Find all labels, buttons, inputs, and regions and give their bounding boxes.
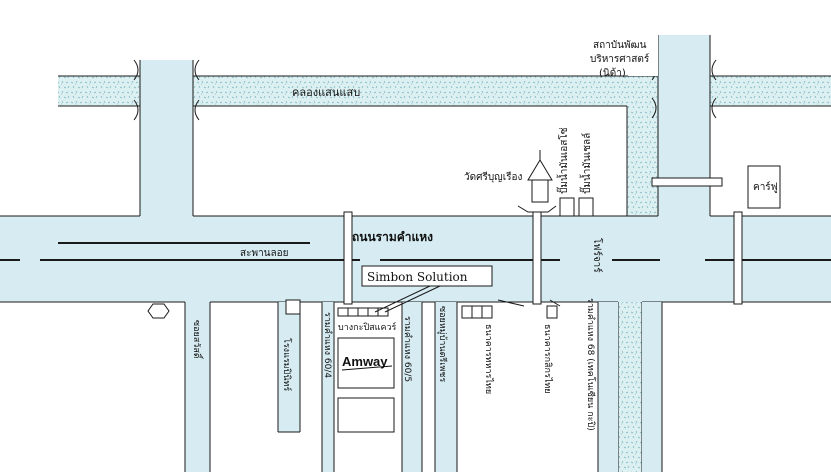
temple-label: วัดศรีบุญเรือง [464, 171, 522, 183]
bridge-label: สะพานลอย [240, 248, 289, 259]
supermarket-lane [277, 299, 301, 433]
soi-68-label: รามคำแหง 68 (เทคโนเซียน กะปิ) [585, 298, 596, 431]
carrefour-label: คาร์ฟู [753, 181, 778, 193]
soi-605-label: รามคำแหง 60/5 [402, 316, 413, 382]
gas-station-2-label: ปั๊มน้ำมันเชลล์ [579, 133, 593, 194]
institute-label-line2: บริหารศาสตร์ [590, 53, 650, 65]
soi-mooban-label: ซอยหมู่บ้านตรีเพชร [437, 306, 448, 382]
institute-label-line1: สถาบันพัฒน [593, 40, 647, 51]
main-road-ramkhamhaeng [0, 177, 831, 305]
soi-savasan-label: ซอยสวัสดิ์ [191, 320, 204, 360]
soi-savasan-road [184, 302, 211, 472]
amway-underline [341, 365, 393, 371]
hotel-label: โฟร์จาร์ [591, 238, 604, 273]
bank-thai-building [461, 305, 493, 319]
gas-station-1-label: ปั๊มน้ำมันเอสโซ่ [556, 127, 570, 194]
main-road-label: ถนนรามคำแหง [352, 230, 433, 244]
amway-label: Amway [342, 354, 388, 369]
road-north-left [133, 59, 200, 216]
bank-thai-label: ธนาคารทหารไทย [483, 324, 494, 394]
bangkapi-label: บางกะปิสแควร์ [338, 321, 397, 333]
gas-station-buildings [559, 197, 594, 217]
simbon-callout [361, 265, 493, 313]
simbon-label: Simbon Solution [367, 270, 468, 284]
soi-mooban-road [434, 302, 458, 472]
canal-label: คลองแสนแสบ [292, 86, 360, 99]
amway-building [337, 337, 395, 433]
nida-institute [628, 30, 658, 76]
soi-604-road [321, 302, 335, 472]
bangkapi-square-shops [337, 307, 389, 317]
soi-68-road-east [642, 302, 663, 472]
bank-kasikorn-label: ธนาคารกสิกรไทย [542, 324, 553, 394]
temple-icon [517, 150, 557, 213]
supermarket-label: โรงแรมปินิทร์ [281, 338, 293, 391]
road-north-right [651, 35, 717, 216]
soi-68-road [597, 302, 618, 472]
hexagon-marker-icon [147, 303, 170, 319]
institute-label-line3: (นิด้า) [599, 67, 626, 79]
soi-605-road [401, 302, 423, 472]
bank-kasikorn-building [546, 305, 558, 319]
carrefour-building [747, 165, 781, 209]
soi-604-label: รามคำแหง 60/4 [322, 312, 333, 378]
